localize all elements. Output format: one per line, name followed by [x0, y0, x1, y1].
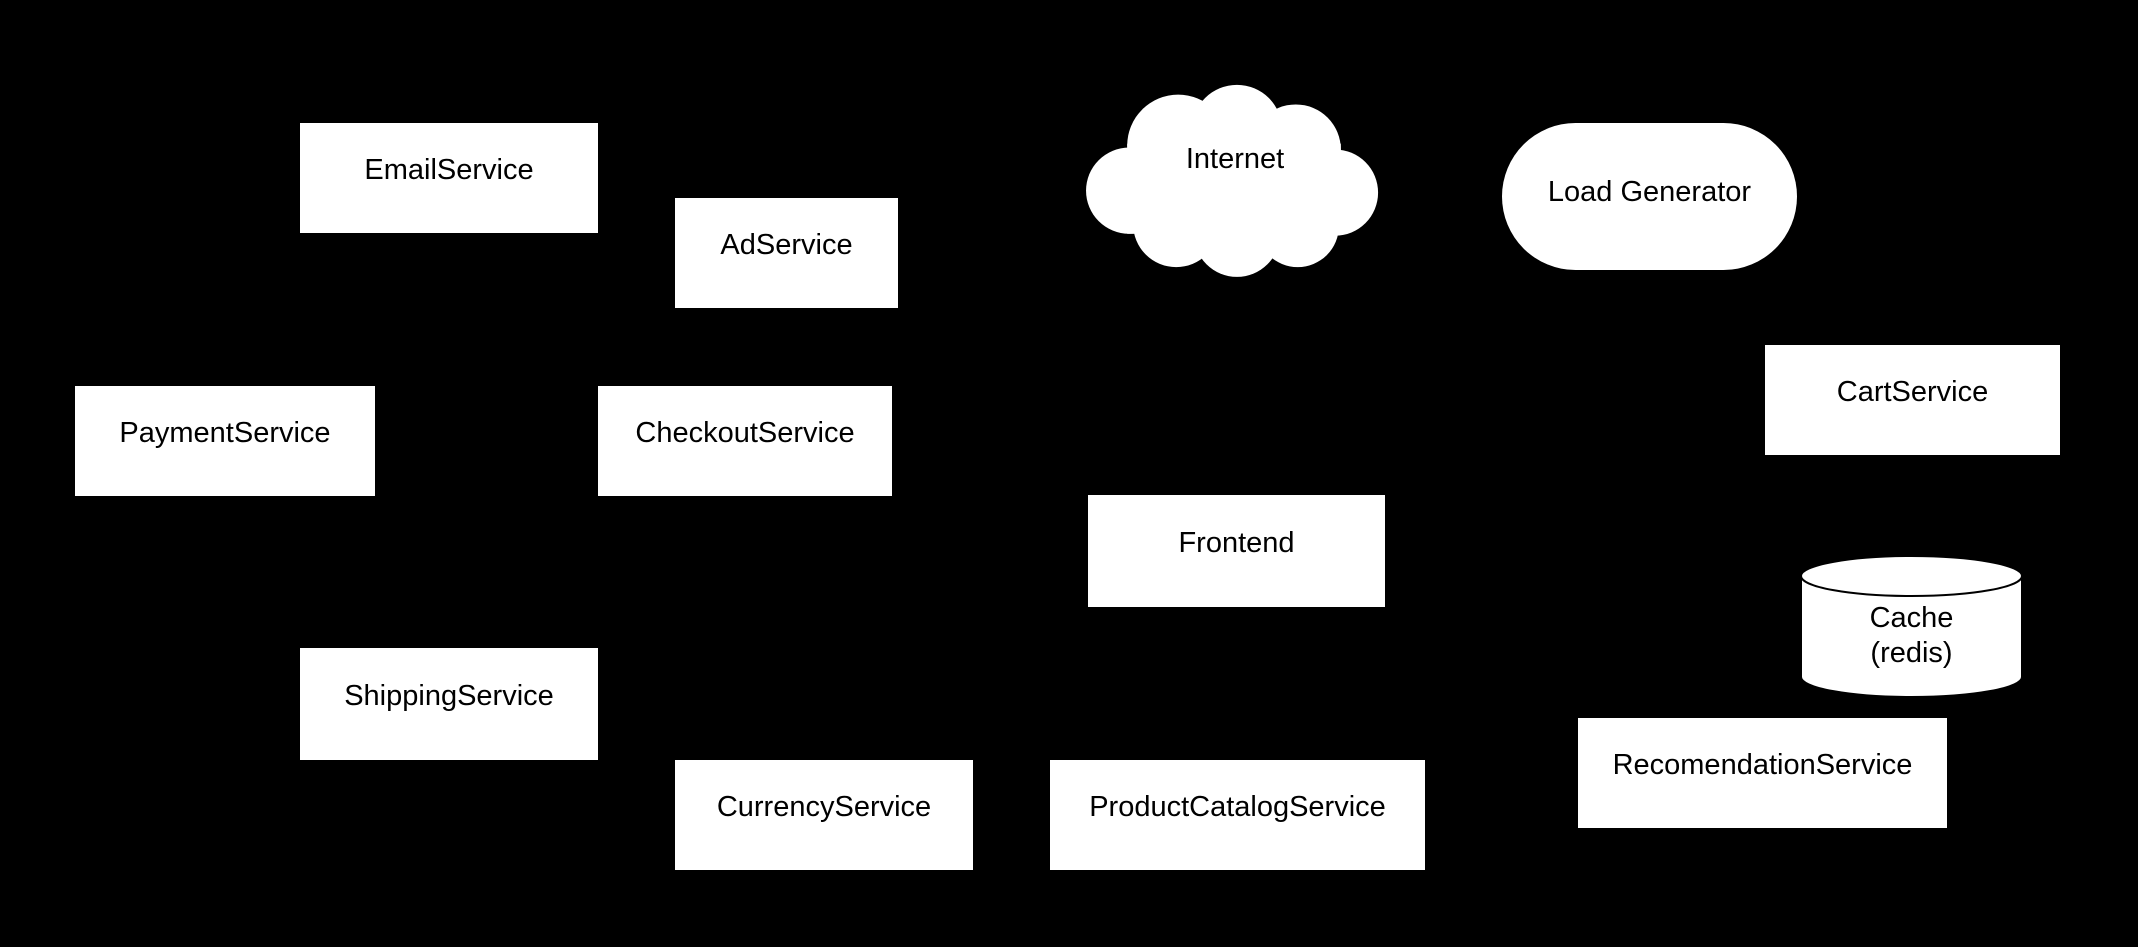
node-label-currency-service: CurrencyService — [716, 790, 932, 823]
database-cylinder-icon — [1800, 556, 2023, 697]
node-internet[interactable]: Internet — [1086, 84, 1382, 277]
node-load-generator[interactable]: Load Generator — [1502, 123, 1797, 270]
node-payment-service[interactable]: PaymentService — [75, 386, 375, 496]
node-label-cache-redis: Cache(redis) — [1800, 601, 2023, 671]
node-label-email-service: EmailService — [364, 153, 534, 186]
node-checkout-service[interactable]: CheckoutService — [598, 386, 892, 496]
cloud-icon — [1086, 84, 1379, 277]
node-label-product-catalog-service: ProductCatalogService — [1089, 790, 1386, 823]
node-product-catalog-service[interactable]: ProductCatalogService — [1050, 760, 1425, 870]
node-ad-service[interactable]: AdService — [675, 198, 898, 308]
node-email-service[interactable]: EmailService — [300, 123, 598, 233]
node-cache-redis[interactable]: Cache(redis) — [1800, 556, 2023, 697]
node-frontend[interactable]: Frontend — [1088, 495, 1385, 607]
node-label-checkout-service: CheckoutService — [635, 416, 855, 449]
node-label-line-2-cache-redis: (redis) — [1870, 636, 1953, 669]
node-shipping-service[interactable]: ShippingService — [300, 648, 598, 760]
node-recomendation-service[interactable]: RecomendationService — [1578, 718, 1947, 828]
node-label-line-1-cache-redis: Cache — [1869, 601, 1954, 634]
node-label-frontend: Frontend — [1178, 526, 1295, 559]
node-currency-service[interactable]: CurrencyService — [675, 760, 973, 870]
node-label-payment-service: PaymentService — [119, 416, 331, 449]
node-label-recomendation-service: RecomendationService — [1612, 748, 1913, 781]
node-label-shipping-service: ShippingService — [344, 679, 554, 712]
node-label-internet: Internet — [1185, 142, 1285, 175]
node-cart-service[interactable]: CartService — [1765, 345, 2060, 455]
node-label-ad-service: AdService — [720, 228, 853, 261]
node-label-cart-service: CartService — [1836, 375, 1989, 408]
node-label-load-generator: Load Generator — [1547, 176, 1752, 208]
